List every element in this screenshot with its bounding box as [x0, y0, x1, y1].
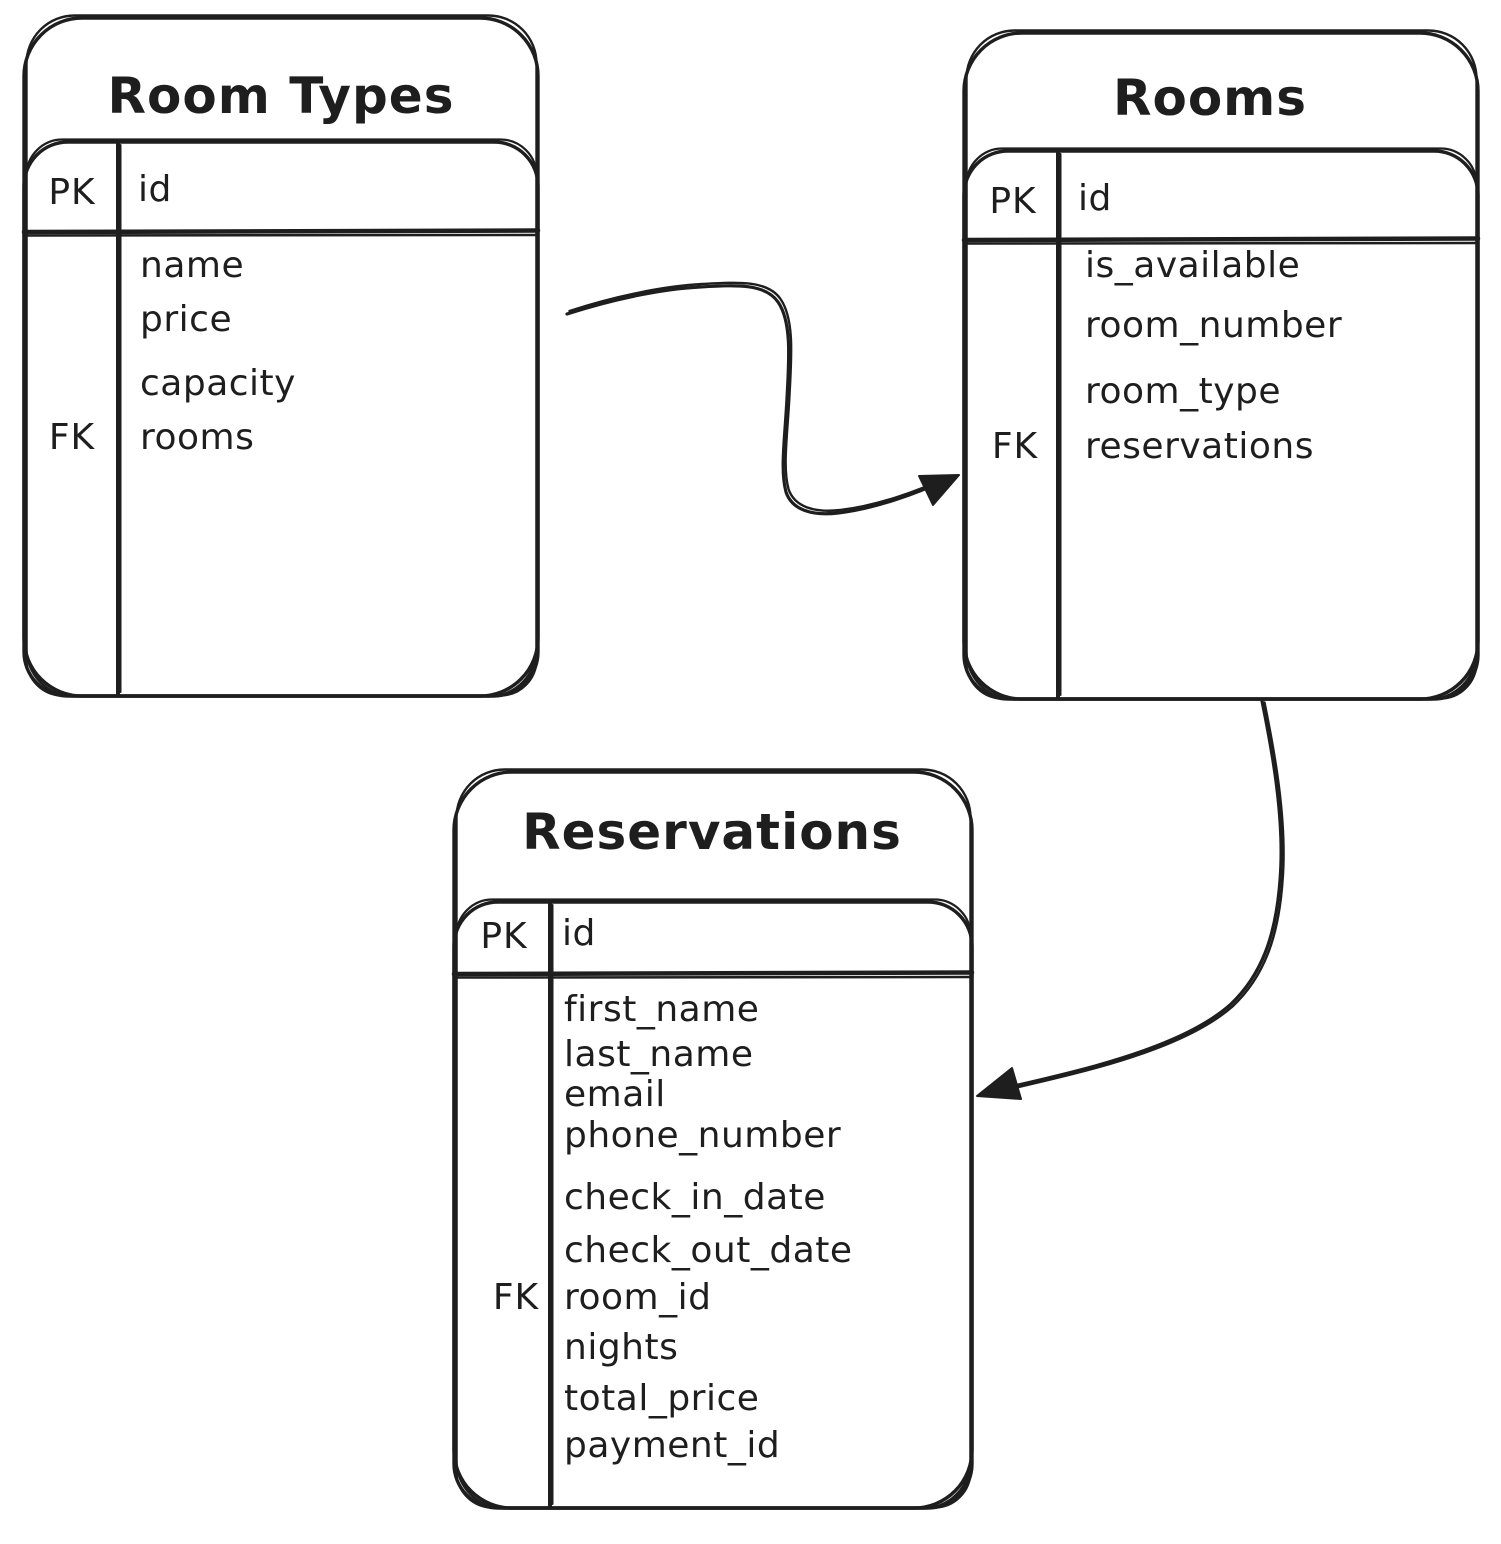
arrow-room-types-to-rooms[interactable]	[565, 281, 960, 516]
entity-outline-reservations[interactable]	[451, 768, 975, 1510]
entity-outline-room-types[interactable]	[21, 14, 541, 698]
arrowhead	[976, 1067, 1022, 1100]
entity-outline-rooms[interactable]	[961, 29, 1481, 701]
arrow-rooms-to-reservations[interactable]	[976, 699, 1285, 1100]
arrowhead	[918, 474, 960, 506]
